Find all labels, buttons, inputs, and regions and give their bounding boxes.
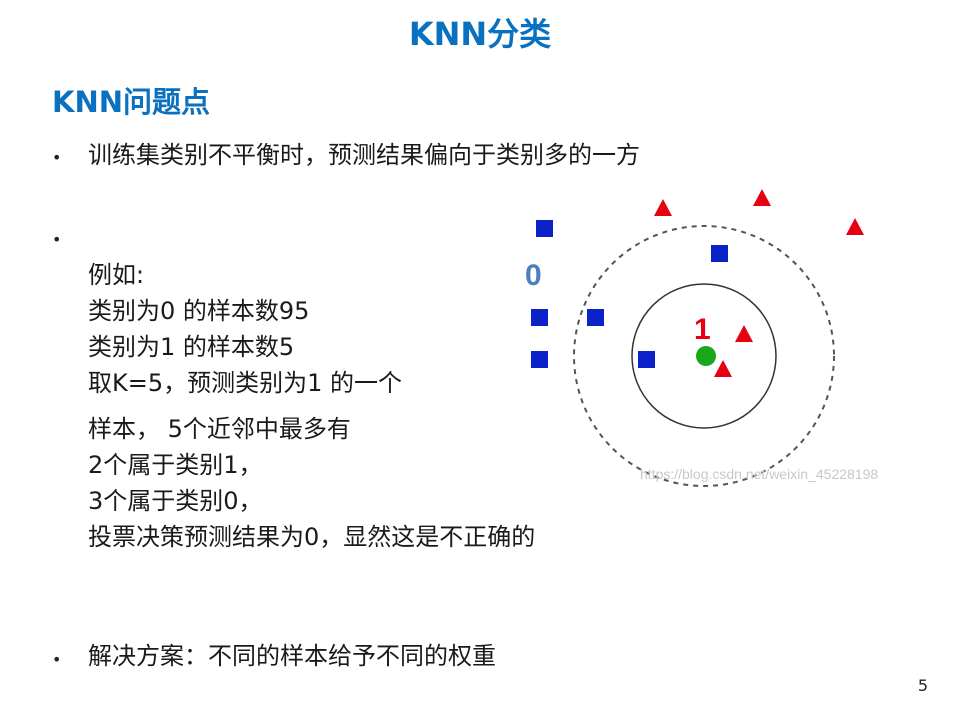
query-point xyxy=(696,346,716,366)
class0-square xyxy=(531,309,548,326)
example-line: 类别为1 的样本数5 xyxy=(88,333,295,361)
slide-title: KNN分类 xyxy=(408,15,552,53)
example-line: 2个属于类别1， xyxy=(88,451,263,479)
class1-triangle xyxy=(714,360,732,377)
example-line: 3个属于类别0， xyxy=(88,487,263,515)
class0-square xyxy=(587,309,604,326)
class0-square xyxy=(638,351,655,368)
bullet-marker-1: • xyxy=(52,148,62,167)
watermark: https://blog.csdn.net/weixin_45228198 xyxy=(640,466,879,482)
outer-neighborhood-ring xyxy=(573,225,835,487)
example-line: 投票决策预测结果为0，显然这是不正确的 xyxy=(88,523,536,551)
inner-neighborhood-ring xyxy=(631,283,777,429)
bullet-text-solution: 解决方案：不同的样本给予不同的权重 xyxy=(88,642,496,670)
class0-square xyxy=(531,351,548,368)
bullet-marker-3: • xyxy=(52,650,62,669)
example-block: 例如: 类别为0 的样本数95 类别为1 的样本数5 取K=5，预测类别为1 的… xyxy=(88,257,535,555)
class1-label: 1 xyxy=(694,313,711,346)
bullet-text-imbalance: 训练集类别不平衡时，预测结果偏向于类别多的一方 xyxy=(88,141,640,169)
class0-square xyxy=(711,245,728,262)
example-line: 取K=5，预测类别为1 的一个 xyxy=(88,369,403,397)
class1-triangle xyxy=(846,218,864,235)
class0-label: 0 xyxy=(525,259,542,292)
class0-square xyxy=(536,220,553,237)
example-line: 例如: xyxy=(88,261,145,289)
example-line: 样本， 5个近邻中最多有 xyxy=(88,415,351,443)
page-number: 5 xyxy=(917,676,928,695)
class1-triangle xyxy=(753,189,771,206)
class1-triangle xyxy=(654,199,672,216)
knn-diagram: 0 1 xyxy=(525,189,864,487)
class1-triangle xyxy=(735,325,753,342)
bullet-marker-2: • xyxy=(52,230,62,249)
example-line: 类别为0 的样本数95 xyxy=(88,297,310,325)
section-heading: KNN问题点 xyxy=(52,85,211,119)
